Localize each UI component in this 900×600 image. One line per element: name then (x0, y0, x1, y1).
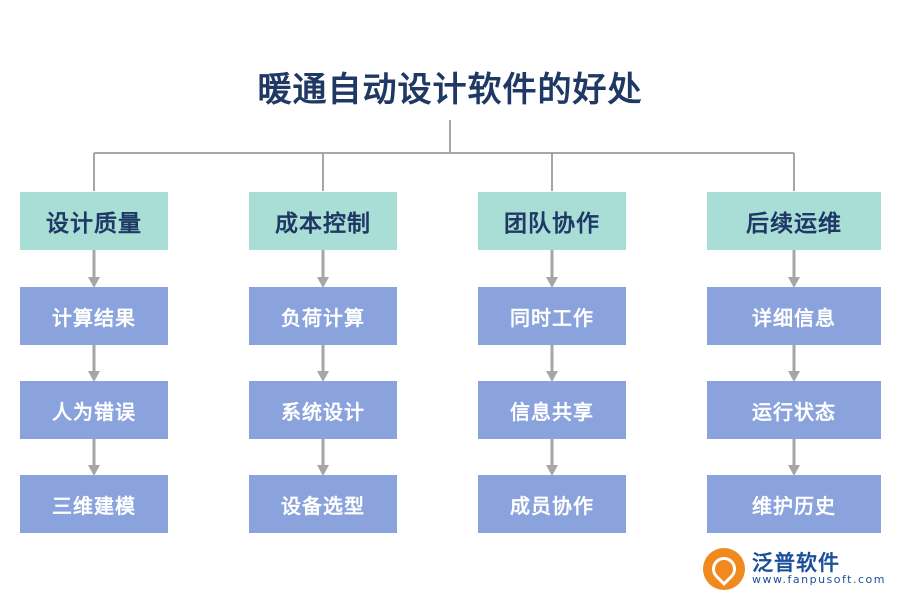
branch-4-item-2[interactable]: 运行状态 (707, 381, 881, 439)
logo-name-cn: 泛普软件 (752, 551, 841, 576)
branch-2-item-2[interactable]: 系统设计 (249, 381, 397, 439)
branch-4-item-3[interactable]: 维护历史 (707, 475, 881, 533)
logo-mark-icon (703, 548, 746, 590)
branch-1-item-3[interactable]: 三维建模 (20, 475, 168, 533)
branch-3-item-2[interactable]: 信息共享 (478, 381, 626, 439)
page-title: 暖通自动设计软件的好处 (257, 70, 643, 110)
branch-2-item-1[interactable]: 负荷计算 (249, 287, 397, 345)
logo-text: 泛普软件 www.fanpusoft.com (752, 552, 886, 586)
branch-head-2[interactable]: 成本控制 (249, 192, 397, 250)
branch-head-1[interactable]: 设计质量 (20, 192, 168, 250)
branch-head-4[interactable]: 后续运维 (707, 192, 881, 250)
branch-2-item-3[interactable]: 设备选型 (249, 475, 397, 533)
branch-3-item-3[interactable]: 成员协作 (478, 475, 626, 533)
logo-name-en: www.fanpusoft.com (752, 573, 886, 587)
branch-head-3[interactable]: 团队协作 (478, 192, 626, 250)
branch-1-item-2[interactable]: 人为错误 (20, 381, 168, 439)
branch-1-item-1[interactable]: 计算结果 (20, 287, 168, 345)
brand-logo: 泛普软件 www.fanpusoft.com (703, 548, 886, 590)
branch-4-item-1[interactable]: 详细信息 (707, 287, 881, 345)
branch-3-item-1[interactable]: 同时工作 (478, 287, 626, 345)
